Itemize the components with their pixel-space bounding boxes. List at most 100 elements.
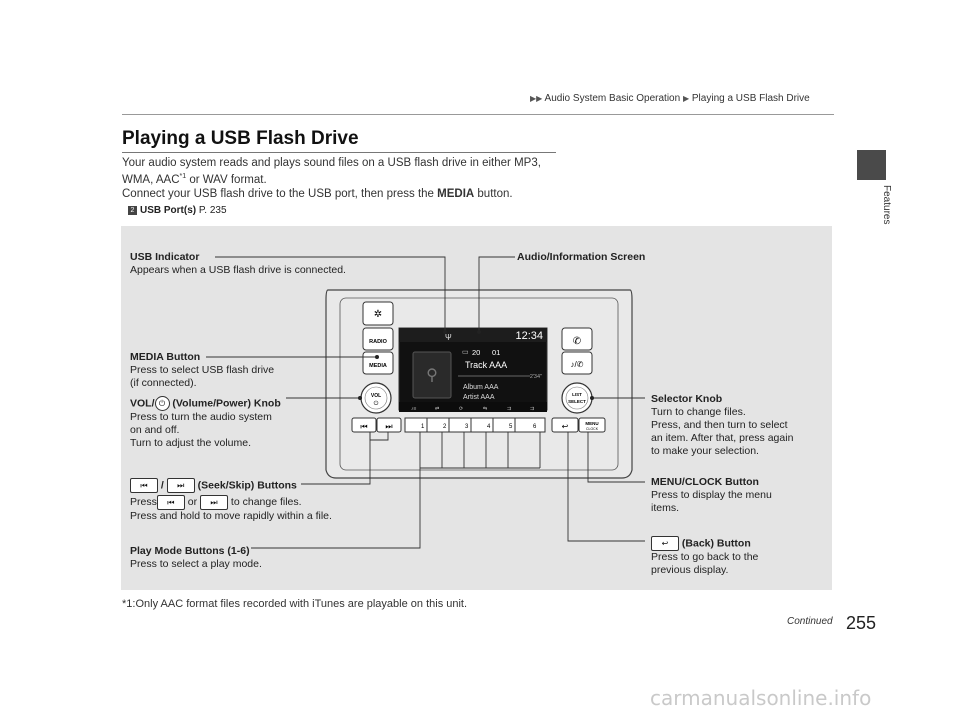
callout-desc: previous display.	[651, 564, 729, 576]
callout-desc: (if connected).	[130, 377, 197, 389]
callout-desc: Press to select USB flash drive	[130, 364, 275, 376]
seek-leader-join	[369, 432, 389, 441]
callout-seek-skip: ⏮ / ⏭ (Seek/Skip) Buttons Press ⏮ or ⏭ t…	[130, 478, 332, 523]
title-underline	[122, 152, 556, 153]
callout-title: MEDIA Button	[130, 351, 201, 363]
menu-clock-button[interactable]	[578, 417, 606, 433]
clock-label: CLOCK	[586, 427, 599, 431]
intro-line-3: Connect your USB flash drive to the USB …	[122, 188, 513, 200]
seek-forward-button[interactable]	[376, 417, 402, 433]
screen-status-bar	[399, 328, 547, 342]
screen-clock: 12:34	[515, 330, 543, 342]
phone-voice-icon: ♪/✆	[571, 360, 584, 369]
folder-icon: ▭	[462, 349, 469, 356]
preset-label: 5	[509, 424, 513, 430]
xref-page[interactable]: P. 235	[198, 205, 227, 216]
callout-title: VOL/	[130, 397, 155, 410]
seek-leader-left	[301, 432, 371, 485]
svg-text:⇄: ⇄	[435, 406, 439, 412]
usb-indicator-icon: Ψ	[445, 333, 452, 342]
breadcrumb-arrow-icon: ▶	[682, 94, 690, 103]
callout-audio-screen: Audio/Information Screen	[517, 251, 645, 264]
phone-icon: ✆	[573, 336, 581, 347]
media-label: MEDIA	[369, 363, 387, 369]
callout-leader-lines	[206, 256, 645, 549]
callout-desc: to change files.	[228, 496, 302, 508]
screen-album: Album AAA	[463, 384, 499, 391]
breadcrumb-arrow-icon: ▶▶	[530, 94, 543, 103]
page-title: Playing a USB Flash Drive	[122, 128, 359, 149]
radio-button[interactable]	[362, 327, 394, 351]
callout-desc: or	[184, 496, 201, 508]
preset-button-6[interactable]	[514, 417, 546, 433]
callout-desc: an item. After that, press again	[651, 432, 794, 444]
hang-up-button[interactable]	[561, 351, 593, 375]
callout-title: USB Indicator	[130, 251, 200, 263]
knob-ring	[565, 386, 589, 410]
callout-title: Play Mode Buttons (1-6)	[130, 545, 250, 557]
callout-desc: Appears when a USB flash drive is connec…	[130, 264, 346, 276]
preset-label: 3	[465, 424, 469, 430]
skip-forward-icon: ⏭	[166, 478, 195, 493]
seek-back-button[interactable]	[351, 417, 377, 433]
callout-title: Selector Knob	[651, 393, 723, 405]
svg-text:⟳: ⟳	[459, 406, 464, 412]
callout-desc: Press to display the menu	[651, 489, 772, 501]
xref-label[interactable]: USB Port(s)	[140, 205, 197, 216]
preset-label: 6	[533, 424, 537, 430]
leader-endpoints	[358, 330, 594, 400]
preset-label: 2	[443, 424, 447, 430]
callout-desc: Turn to adjust the volume.	[130, 437, 252, 449]
back-icon: ↩	[562, 422, 569, 431]
preset-label: 4	[487, 424, 491, 430]
media-button-term: MEDIA	[437, 188, 475, 200]
callout-desc: Press, and then turn to select	[651, 419, 788, 431]
skip-back-icon: ⏮	[360, 422, 367, 431]
callout-media-button: MEDIA Button Press to select USB flash d…	[130, 351, 274, 390]
footnote-ref[interactable]: *1	[179, 173, 187, 180]
callout-title: MENU/CLOCK Button	[651, 476, 759, 488]
callout-desc: Turn to change files.	[651, 406, 746, 418]
intro-text: Connect your USB flash drive to the USB …	[122, 188, 438, 200]
back-button[interactable]	[551, 417, 579, 433]
callout-desc: on and off.	[130, 424, 180, 436]
callout-selector-knob: Selector Knob Turn to change files. Pres…	[651, 393, 793, 458]
intro-line-1: Your audio system reads and plays sound …	[122, 157, 541, 169]
breadcrumb-parent[interactable]: Audio System Basic Operation	[544, 93, 681, 104]
callout-menu-clock: MENU/CLOCK Button Press to display the m…	[651, 476, 772, 515]
callout-desc: Press to go back to the	[651, 551, 759, 563]
radio-label: RADIO	[369, 339, 387, 345]
callout-desc: Press to select a play mode.	[130, 558, 262, 570]
screen-artist: Artist AAA	[463, 394, 495, 401]
power-icon: ⏻	[154, 396, 170, 411]
play-mode-icon-row	[399, 402, 547, 412]
callout-desc: items.	[651, 502, 680, 514]
svg-text:⇆: ⇆	[483, 406, 487, 412]
callout-title: (Volume/Power) Knob	[169, 397, 281, 410]
callout-desc: Press	[130, 496, 157, 508]
skip-back-icon: ⏮	[156, 494, 185, 510]
intro-text: WMA, AAC	[122, 173, 180, 186]
screen-leader	[478, 256, 515, 332]
callout-back-button: ↩ (Back) Button Press to go back to the …	[651, 536, 758, 577]
media-button[interactable]	[362, 351, 394, 375]
callout-title: Audio/Information Screen	[517, 251, 646, 263]
list-label: LIST	[572, 392, 582, 397]
breadcrumb-current: Playing a USB Flash Drive	[691, 93, 810, 104]
callout-title: (Seek/Skip) Buttons	[194, 479, 297, 492]
callout-title: (Back) Button	[679, 537, 751, 550]
skip-back-icon: ⏮	[130, 478, 158, 493]
footnote: *1:Only AAC format files recorded with i…	[122, 598, 468, 610]
hazard-button[interactable]	[362, 301, 394, 326]
knob-ring	[364, 386, 388, 410]
phone-button[interactable]	[561, 327, 593, 351]
svg-text:⇉: ⇉	[530, 406, 534, 412]
watermark: carmanualsonline.info	[650, 686, 872, 710]
page-number: 255	[846, 613, 877, 633]
usb-symbol-icon: ⚲	[426, 367, 438, 384]
section-tab-marker	[857, 150, 886, 180]
usb-indicator-leader	[215, 256, 446, 332]
selector-knob[interactable]	[561, 382, 593, 414]
intro-text: or WAV format.	[186, 173, 267, 186]
